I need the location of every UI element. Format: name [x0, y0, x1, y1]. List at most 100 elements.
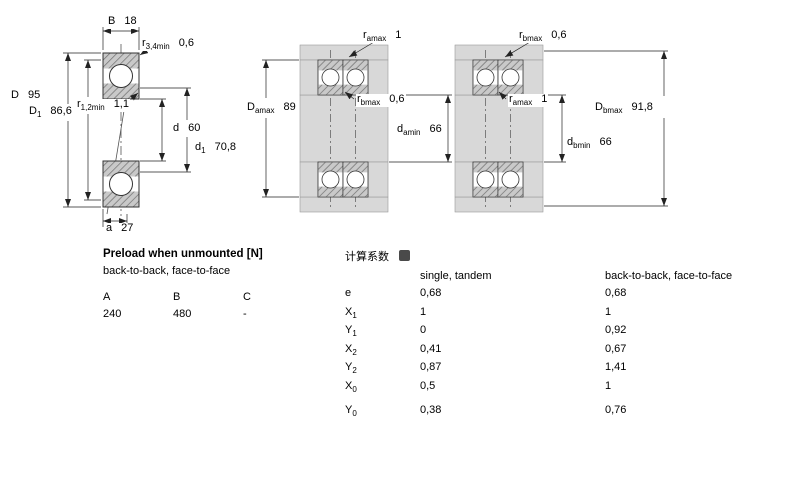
dim-symbol: r	[509, 93, 513, 105]
factor-value-paired: 0,67	[605, 342, 627, 355]
factor-value-paired: 1	[605, 305, 612, 318]
factor-value-paired: 0,68	[605, 287, 627, 299]
dim-value: 27	[121, 222, 134, 234]
dim-symbol: a	[106, 222, 113, 234]
factor-value-single: 1	[420, 305, 427, 318]
factor-row: X0 0,5 1	[345, 379, 790, 398]
factor-symbol: Y0	[345, 403, 357, 418]
factor-row: Y2 0,87 1,41	[345, 360, 790, 379]
factor-symbol: X2	[345, 342, 357, 357]
factor-row: Y1 0 0,92	[345, 323, 790, 342]
factor-symbol: X0	[345, 379, 357, 395]
factors-col-header-back-to-back: back-to-back, face-to-face	[605, 270, 733, 282]
dim-value: 0,6	[389, 93, 405, 105]
dim-symbol: d	[397, 123, 404, 135]
factor-row: e 0,68 0,68	[345, 286, 790, 305]
preload-header-C: C	[243, 291, 251, 303]
preload-value-A: 240	[103, 308, 122, 320]
factor-symbol: e	[345, 287, 352, 299]
dim-D1: D1 86,6	[28, 105, 73, 120]
dim-subscript: amin	[403, 128, 421, 138]
dim-value: 86,6	[50, 105, 72, 117]
factor-value-single: 0,38	[420, 403, 442, 416]
factor-value-paired: 1,41	[605, 361, 627, 374]
dim-symbol: r	[142, 37, 146, 49]
factor-value-single: 0	[420, 324, 427, 337]
dim-subscript: amax	[366, 34, 387, 44]
dim-da-min: damin 66	[396, 123, 443, 138]
dim-subscript: amax	[512, 98, 533, 108]
dim-subscript: 1	[201, 146, 206, 156]
dim-value: 1,1	[113, 98, 129, 110]
dim-subscript: amax	[254, 106, 275, 116]
dim-symbol: B	[108, 15, 116, 27]
preload-title: Preload when unmounted [N]	[103, 248, 263, 260]
dim-symbol: r	[519, 29, 523, 41]
dim-subscript: 1,2min	[80, 103, 105, 113]
preload-header-A: A	[103, 291, 111, 303]
dim-r12-min: r1,2min 1,1	[76, 98, 130, 113]
preload-value-C: -	[243, 308, 247, 320]
factors-title: 计算系数	[345, 251, 389, 263]
dim-value: 18	[124, 15, 137, 27]
factor-value-paired: 0,76	[605, 403, 627, 416]
technical-drawings	[63, 27, 668, 227]
factor-value-single: 0,68	[420, 287, 442, 299]
dim-Da-max: Damax 89	[246, 101, 297, 116]
dim-subscript: bmin	[573, 141, 591, 151]
dim-subscript: 3,4min	[145, 42, 170, 52]
dim-symbol: r	[363, 29, 367, 41]
dim-subscript: 1	[36, 110, 42, 120]
dim-symbol: D	[11, 89, 19, 101]
factor-value-paired: 0,92	[605, 324, 627, 337]
dim-symbol: d	[195, 141, 202, 153]
dim-symbol: r	[357, 93, 361, 105]
left-bearing-cross-section	[63, 27, 191, 227]
dim-value: 66	[429, 123, 442, 135]
dim-ra-max-left: ramax 1	[362, 29, 403, 44]
dim-symbol: d	[567, 136, 574, 148]
preload-header-B: B	[173, 291, 181, 303]
factor-value-single: 0,5	[420, 379, 436, 392]
factor-value-paired: 1	[605, 379, 612, 392]
preload-value-B: 480	[173, 308, 192, 320]
dim-symbol: r	[77, 98, 81, 110]
dim-a-pressure-center: a 27	[105, 222, 135, 237]
dim-value: 91,8	[631, 101, 653, 113]
dim-symbol: D	[595, 101, 603, 113]
factor-row: X2 0,41 0,67	[345, 342, 790, 361]
dim-rb-max-right: rbmax 0,6	[518, 29, 568, 44]
dim-value: 66	[599, 136, 612, 148]
dim-symbol: d	[173, 122, 180, 134]
factor-symbol: Y2	[345, 361, 357, 376]
dim-ra-max-right: ramax 1	[508, 93, 549, 108]
factor-row: Y0 0,38 0,76	[345, 403, 790, 422]
factor-value-single: 0,41	[420, 342, 442, 355]
calculation-factors-icon	[399, 250, 410, 261]
dim-value: 0,6	[551, 29, 567, 41]
factor-symbol: Y1	[345, 324, 357, 339]
dim-subscript: bmax	[602, 106, 623, 116]
dim-D-outer-diameter: D 95	[10, 89, 42, 104]
dim-B-width: B 18	[107, 15, 138, 30]
dim-rb-max-left: rbmax 0,6	[356, 93, 406, 108]
dim-d-bore: d 60	[172, 122, 202, 137]
dim-db-min: dbmin 66	[566, 136, 613, 151]
dim-symbol: D	[247, 101, 255, 113]
dim-value: 1	[395, 29, 402, 41]
dim-value: 0,6	[178, 37, 194, 49]
dim-value: 60	[188, 122, 201, 134]
factor-symbol: X1	[345, 305, 357, 320]
dim-symbol: D	[29, 105, 37, 117]
dim-value: 1	[541, 93, 548, 105]
dim-subscript: bmax	[522, 34, 543, 44]
dim-value: 95	[27, 89, 41, 101]
dim-r34-min: r3,4min 0,6	[141, 37, 195, 52]
dim-value: 70,8	[214, 141, 236, 153]
preload-subtitle: back-to-back, face-to-face	[103, 265, 231, 277]
dim-Db-max: Dbmax 91,8	[594, 101, 654, 116]
dim-subscript: bmax	[360, 98, 381, 108]
factor-value-single: 0,87	[420, 361, 442, 374]
dim-value: 89	[283, 101, 296, 113]
